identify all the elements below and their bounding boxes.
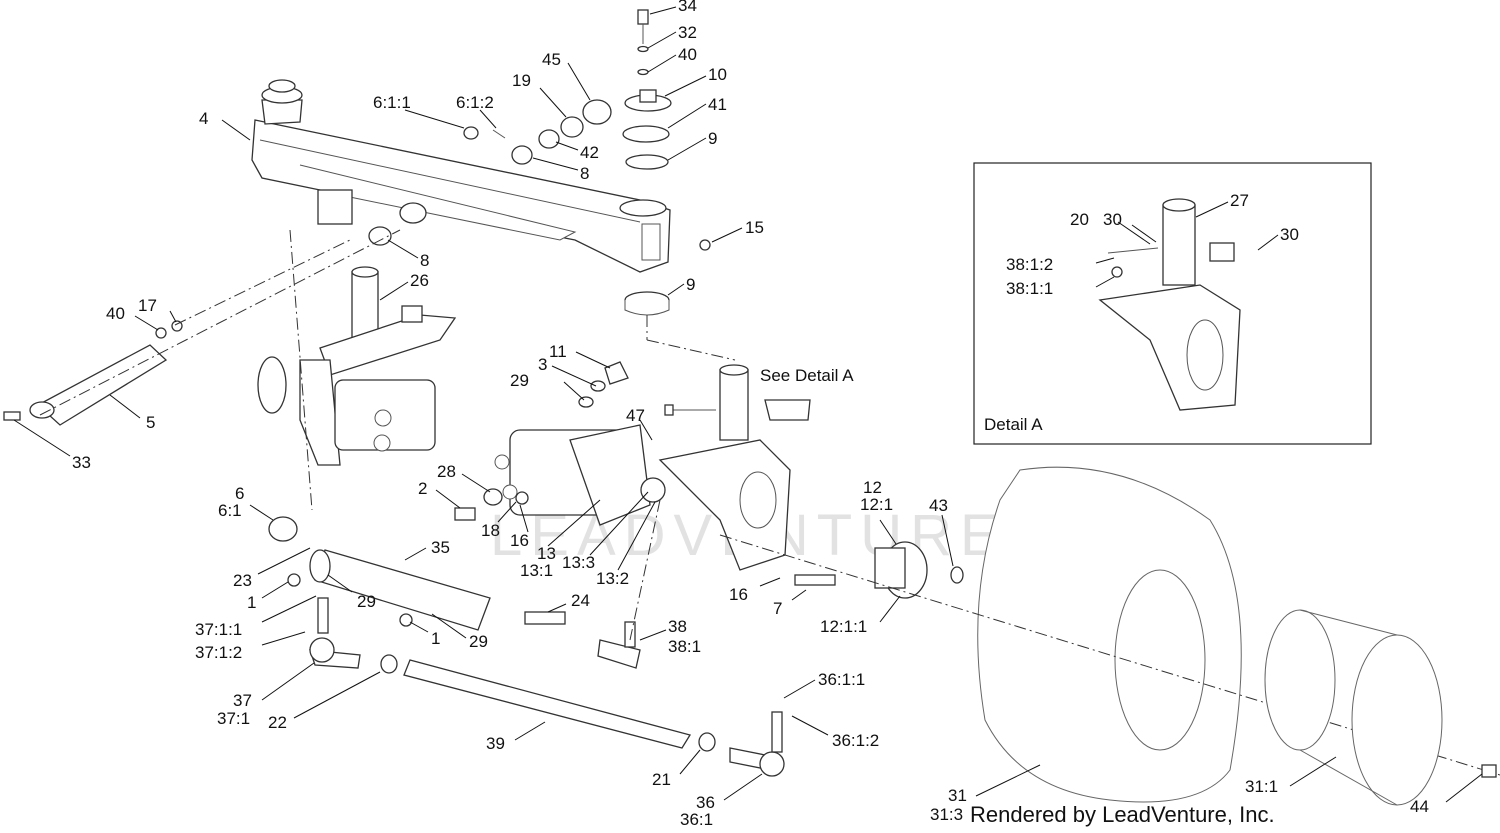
callout: 40 bbox=[678, 45, 697, 64]
detail-a-spindle[interactable] bbox=[1098, 198, 1241, 411]
callout: 17 bbox=[138, 296, 157, 315]
callout: 13:2 bbox=[596, 569, 629, 588]
see-detail-a-label: See Detail A bbox=[760, 366, 854, 385]
callout: 24 bbox=[571, 591, 590, 610]
callout: 5 bbox=[146, 413, 155, 432]
bushings[interactable] bbox=[368, 99, 612, 246]
callout: 18 bbox=[481, 521, 500, 540]
construction-lines bbox=[39, 229, 736, 641]
callout: 42 bbox=[580, 143, 599, 162]
callout: 12:1 bbox=[860, 495, 893, 514]
callout: 30 bbox=[1280, 225, 1299, 244]
callout: 34 bbox=[678, 0, 697, 15]
callout: 21 bbox=[652, 770, 671, 789]
callout: 22 bbox=[268, 713, 287, 732]
detail-a-label: Detail A bbox=[984, 415, 1043, 434]
callout: 19 bbox=[512, 71, 531, 90]
callout: 6:1:1 bbox=[373, 93, 411, 112]
callout: 29 bbox=[510, 371, 529, 390]
tire[interactable] bbox=[719, 466, 1500, 803]
callout: 10 bbox=[708, 65, 727, 84]
footer-caption: Rendered by LeadVenture, Inc. bbox=[970, 802, 1275, 827]
center-motor-assembly[interactable] bbox=[454, 361, 666, 526]
callout: 6:1 bbox=[218, 501, 242, 520]
callout: 40 bbox=[106, 304, 125, 323]
callout: 13:1 bbox=[520, 561, 553, 580]
callout: 16 bbox=[510, 531, 529, 550]
callout: 45 bbox=[542, 50, 561, 69]
callout: 12:1:1 bbox=[820, 617, 867, 636]
callout: 2 bbox=[418, 479, 427, 498]
callout: 8 bbox=[420, 251, 429, 270]
callout: 36 bbox=[696, 793, 715, 812]
callout: 36:1:2 bbox=[832, 731, 879, 750]
callout: 3 bbox=[538, 355, 547, 374]
callout: 31 bbox=[948, 786, 967, 805]
callout: 39 bbox=[486, 734, 505, 753]
callout: 30 bbox=[1103, 210, 1122, 229]
tie-rod-assembly[interactable] bbox=[268, 516, 836, 777]
callout: 31:3 bbox=[930, 805, 963, 824]
callout: 9 bbox=[686, 275, 695, 294]
callout: 9 bbox=[708, 129, 717, 148]
callout: 12 bbox=[863, 478, 882, 497]
callout: 1 bbox=[431, 629, 440, 648]
callout: 38:1:2 bbox=[1006, 255, 1053, 274]
callout: 44 bbox=[1410, 797, 1429, 816]
callout: 13 bbox=[537, 544, 556, 563]
kingpin-stack-parts[interactable] bbox=[622, 9, 672, 316]
wheel-rim[interactable] bbox=[1264, 609, 1497, 806]
callout: 6 bbox=[235, 484, 244, 503]
callout: 15 bbox=[745, 218, 764, 237]
callout: 37:1:1 bbox=[195, 620, 242, 639]
callout: 37 bbox=[233, 691, 252, 710]
callout: 13:3 bbox=[562, 553, 595, 572]
callout: 7 bbox=[773, 599, 782, 618]
callout: 16 bbox=[729, 585, 748, 604]
callout: 8 bbox=[580, 164, 589, 183]
callout: 47 bbox=[626, 406, 645, 425]
callout: 29 bbox=[357, 592, 376, 611]
left-spindle-assembly[interactable] bbox=[257, 266, 457, 466]
callout: 37:1:2 bbox=[195, 643, 242, 662]
callout: 38:1:1 bbox=[1006, 279, 1053, 298]
detail-a-box bbox=[973, 162, 1372, 445]
callout: 32 bbox=[678, 23, 697, 42]
callout: 26 bbox=[410, 271, 429, 290]
callout: 27 bbox=[1230, 191, 1249, 210]
callout: 20 bbox=[1070, 210, 1089, 229]
callout: 36:1 bbox=[680, 810, 713, 829]
callout: 6:1:2 bbox=[456, 93, 494, 112]
right-spindle-assembly[interactable] bbox=[658, 364, 811, 571]
callout: 33 bbox=[72, 453, 91, 472]
callout: 38:1 bbox=[668, 637, 701, 656]
grease-fitting[interactable] bbox=[699, 239, 711, 251]
callout: 35 bbox=[431, 538, 450, 557]
wheel-hub[interactable] bbox=[874, 541, 964, 599]
callout: 38 bbox=[668, 617, 687, 636]
callout: 1 bbox=[247, 593, 256, 612]
callout: 43 bbox=[929, 496, 948, 515]
axle-beam[interactable] bbox=[251, 79, 671, 273]
callout: 4 bbox=[199, 109, 208, 128]
callout: 28 bbox=[437, 462, 456, 481]
callout-labels: 34 32 40 10 41 9 45 19 42 8 6:1:1 6:1:2 … bbox=[72, 0, 1429, 829]
leader-lines bbox=[13, 6, 1483, 803]
callout: 11 bbox=[549, 342, 567, 361]
callout: 29 bbox=[469, 632, 488, 651]
callout: 23 bbox=[233, 571, 252, 590]
callout: 41 bbox=[708, 95, 727, 114]
steering-cylinder-upper[interactable] bbox=[3, 320, 183, 426]
callout: 36:1:1 bbox=[818, 670, 865, 689]
callout: 37:1 bbox=[217, 709, 250, 728]
callout: 31:1 bbox=[1245, 777, 1278, 796]
